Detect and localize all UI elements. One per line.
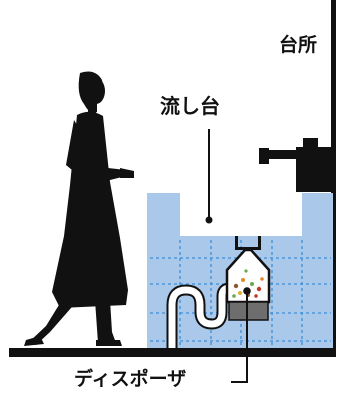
disposer-unit-icon bbox=[225, 236, 271, 321]
floor-line bbox=[9, 348, 336, 357]
kitchen-label: 台所 bbox=[279, 34, 318, 56]
drain-pipe bbox=[166, 282, 236, 354]
disposer-leader-line bbox=[231, 292, 248, 383]
kitchen-wall bbox=[331, 0, 336, 355]
disposer-label: ディスポーザ bbox=[74, 368, 187, 390]
sink-label: 流し台 bbox=[160, 94, 220, 118]
sink-leader-dot bbox=[205, 216, 213, 224]
faucet-icon bbox=[259, 138, 318, 164]
woman-silhouette bbox=[24, 71, 134, 346]
disposer-leader-dot bbox=[243, 287, 251, 295]
